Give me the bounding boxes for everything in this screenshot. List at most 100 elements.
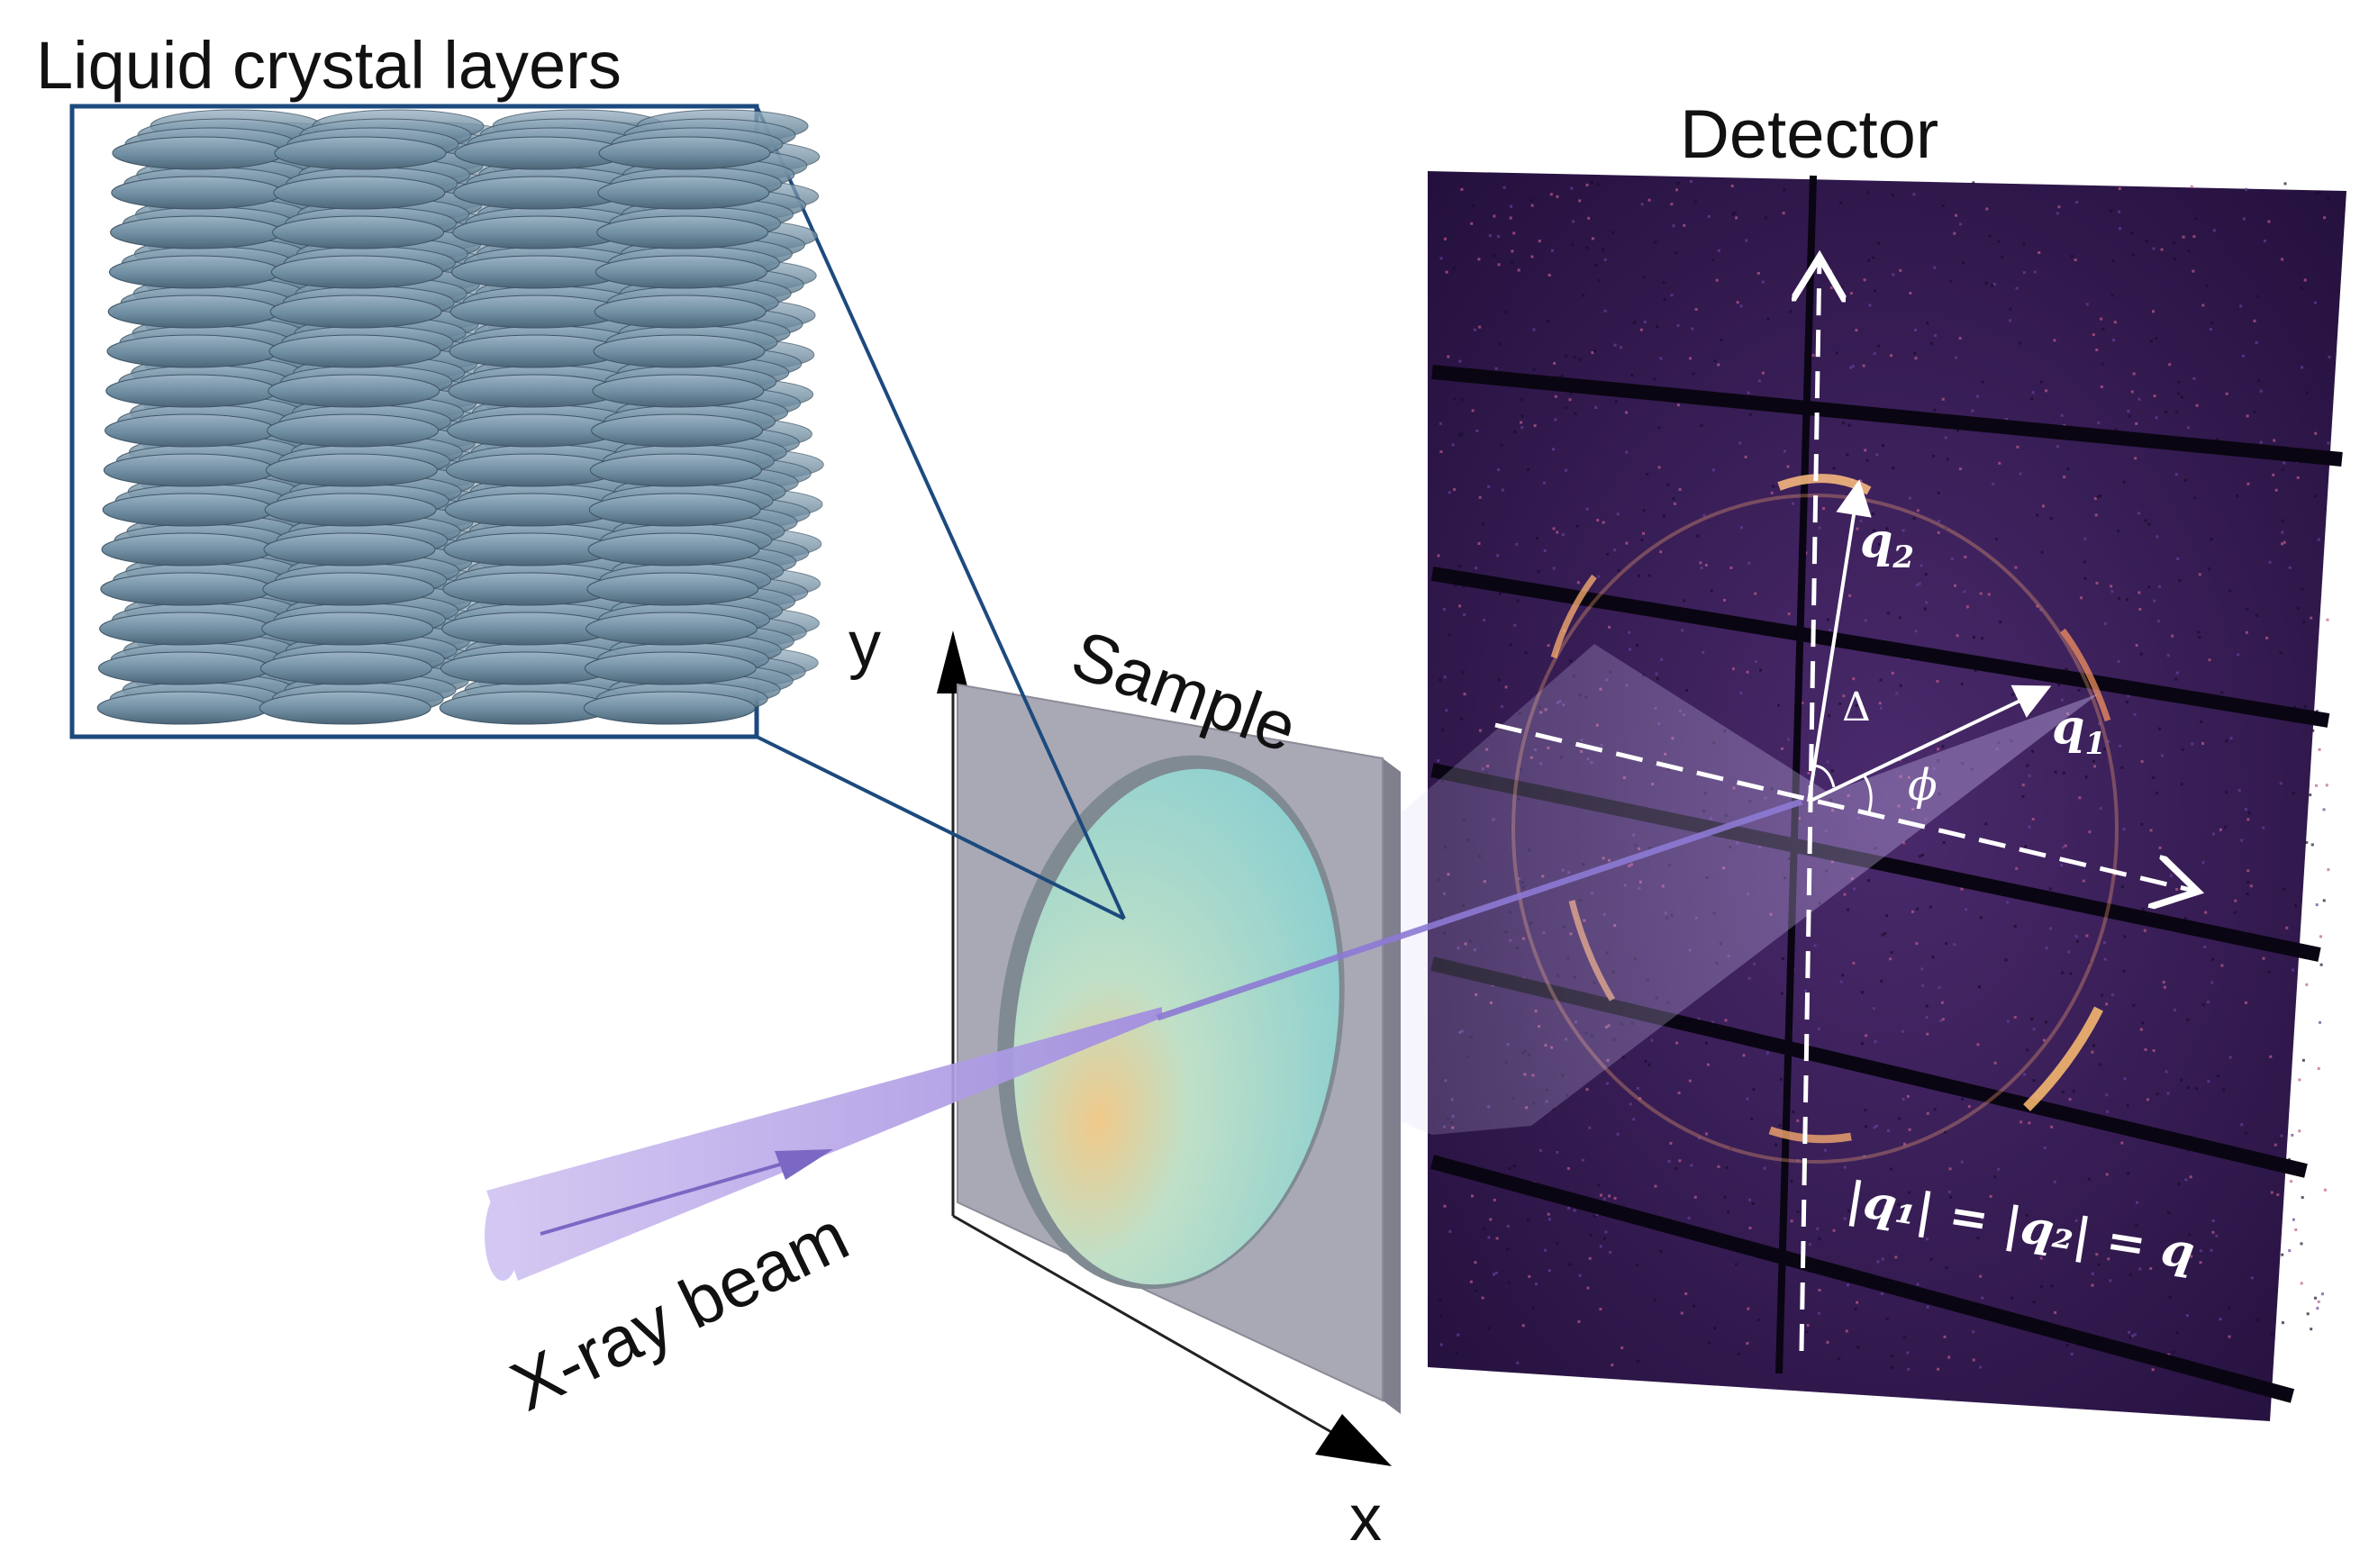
detector-noise-pixel — [2181, 748, 2184, 751]
detector-noise-pixel — [2145, 240, 2148, 243]
detector-noise-pixel — [2156, 620, 2160, 623]
detector-noise-pixel — [1865, 1034, 1868, 1038]
detector-noise-pixel — [1943, 1335, 1947, 1338]
detector-noise-pixel — [2156, 1092, 2159, 1096]
crystal-molecule — [100, 572, 273, 606]
detector-noise-pixel — [2201, 1003, 2205, 1007]
detector-noise-pixel — [1929, 905, 1932, 909]
axis-y-label: y — [849, 609, 881, 681]
detector-noise-pixel — [2143, 929, 2147, 932]
detector-noise-pixel — [1887, 1128, 1890, 1132]
detector-noise-pixel — [1527, 467, 1529, 471]
detector-noise-pixel — [1603, 258, 1607, 261]
detector-noise-pixel — [2092, 333, 2095, 337]
detector-noise-pixel — [1853, 887, 1856, 891]
detector-noise-pixel — [1585, 246, 1589, 249]
detector-noise-pixel — [1548, 1218, 1551, 1221]
detector-noise-pixel — [1569, 659, 1573, 663]
detector-noise-pixel — [1816, 1227, 1820, 1230]
detector-noise-pixel — [2065, 1344, 2069, 1347]
detector-noise-pixel — [1981, 380, 1984, 384]
detector-noise-pixel — [1575, 524, 1579, 528]
detector-noise-pixel — [1676, 324, 1680, 327]
detector-noise-pixel — [1916, 907, 1920, 911]
detector-noise-pixel — [2188, 1233, 2192, 1237]
detector-noise-pixel — [1829, 286, 1833, 289]
detector-noise-pixel — [1993, 1061, 1997, 1065]
detector-noise-pixel — [1881, 557, 1884, 561]
detector-noise-pixel — [1792, 502, 1794, 505]
detector-noise-pixel — [2300, 1282, 2303, 1285]
detector-noise-pixel — [1856, 527, 1859, 530]
detector-noise-pixel — [2228, 1335, 2231, 1338]
detector-noise-pixel — [1979, 1365, 1983, 1369]
detector-noise-pixel — [2245, 1132, 2248, 1135]
detector-noise-pixel — [1599, 1245, 1602, 1248]
detector-noise-pixel — [1756, 271, 1760, 275]
detector-noise-pixel — [1920, 853, 1924, 857]
detector-noise-pixel — [1926, 1032, 1929, 1036]
detector-noise-pixel — [2298, 1078, 2301, 1082]
detector-noise-pixel — [1938, 520, 1941, 523]
crystal-molecule — [259, 651, 432, 685]
detector-noise-pixel — [2122, 828, 2126, 830]
detector-noise-pixel — [1729, 566, 1733, 569]
axis-x-line — [952, 1214, 1332, 1434]
detector-noise-pixel — [1477, 258, 1481, 261]
detector-noise-pixel — [1690, 180, 1693, 183]
detector-noise-pixel — [2138, 1267, 2142, 1271]
detector-noise-pixel — [1745, 239, 1748, 242]
detector-noise-pixel — [1880, 1292, 1883, 1295]
detector-noise-pixel — [2296, 476, 2300, 479]
detector-noise-pixel — [1613, 548, 1617, 552]
detector-noise-pixel — [1657, 466, 1661, 469]
detector-noise-pixel — [1493, 254, 1496, 258]
detector-noise-pixel — [2225, 739, 2228, 743]
detector-noise-pixel — [2315, 192, 2319, 195]
detector-noise-pixel — [2167, 1353, 2171, 1356]
detector-noise-pixel — [1646, 473, 1649, 476]
detector-noise-pixel — [1856, 1301, 1859, 1304]
detector-noise-pixel — [1487, 1236, 1491, 1239]
detector-noise-pixel — [1976, 1043, 1980, 1047]
detector-noise-pixel — [1838, 287, 1841, 290]
detector-noise-pixel — [1746, 670, 1749, 674]
detector-noise-pixel — [2132, 372, 2136, 376]
detector-noise-pixel — [1961, 1097, 1965, 1101]
detector-noise-pixel — [2120, 766, 2124, 769]
detector-noise-pixel — [1442, 607, 1446, 611]
detector-noise-pixel — [1474, 1289, 1477, 1292]
detector-noise-pixel — [1566, 1166, 1570, 1170]
detector-noise-pixel — [1483, 1227, 1486, 1230]
detector-noise-pixel — [2065, 667, 2068, 671]
crystal-molecule — [596, 215, 769, 249]
detector-noise-pixel — [1806, 1324, 1810, 1327]
detector-noise-pixel — [1876, 1260, 1880, 1264]
delta-angle-arc — [1811, 764, 1836, 788]
detector-noise-pixel — [1670, 203, 1674, 206]
detector-noise-pixel — [2077, 688, 2081, 692]
detector-noise-pixel — [1572, 220, 1575, 223]
detector-noise-pixel — [1688, 1079, 1692, 1083]
detector-noise-pixel — [1471, 409, 1475, 412]
detector-noise-pixel — [2119, 227, 2121, 231]
detector-noise-pixel — [1735, 1263, 1738, 1266]
detector-noise-pixel — [2045, 389, 2048, 393]
detector-noise-pixel — [2107, 1257, 2110, 1261]
detector-noise-pixel — [2043, 1038, 2046, 1042]
detector-noise-pixel — [2157, 727, 2161, 730]
detector-noise-pixel — [1578, 199, 1582, 203]
detector-noise-pixel — [1587, 216, 1591, 220]
detector-noise-pixel — [2163, 1254, 2165, 1257]
detector-noise-pixel — [1659, 1249, 1663, 1253]
detector-noise-pixel — [1593, 1214, 1596, 1218]
detector-noise-pixel — [2015, 286, 2019, 290]
detector-noise-pixel — [2005, 418, 2009, 421]
detector-noise-pixel — [2120, 885, 2124, 889]
detector-noise-pixel — [1602, 1197, 1606, 1201]
detector-noise-pixel — [1748, 1227, 1752, 1229]
detector-noise-pixel — [2056, 445, 2059, 449]
detector-noise-pixel — [2105, 1173, 2109, 1176]
detector-noise-pixel — [1672, 497, 1675, 501]
detector-noise-pixel — [1437, 759, 1440, 763]
